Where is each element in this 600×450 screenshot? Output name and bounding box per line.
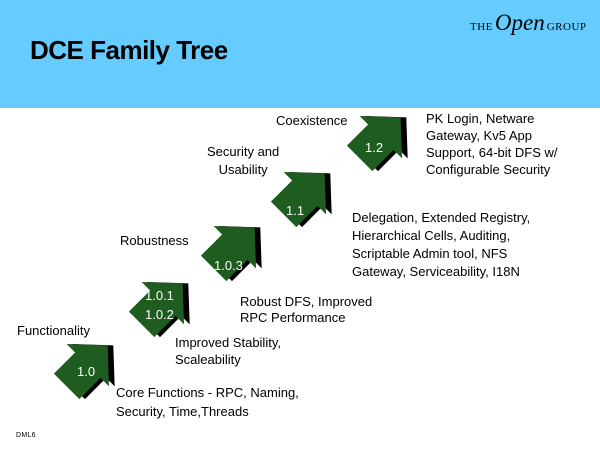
theme-functionality: Functionality <box>17 323 90 338</box>
open-group-logo: THE Open GROUP <box>470 10 587 36</box>
theme-coexistence: Coexistence <box>276 113 348 128</box>
features-dfs-rpc: Robust DFS, Improved RPC Performance <box>240 294 373 325</box>
features-1-2: PK Login, Netware Gateway, Kv5 App Suppo… <box>426 111 558 177</box>
version-1-0-3: 1.0.3 <box>214 258 243 273</box>
version-1-0-1-2: 1.0.1 1.0.2 <box>145 288 174 322</box>
theme-robustness: Robustness <box>120 233 189 248</box>
slide-footer: DML6 <box>16 432 36 439</box>
features-1-1: Delegation, Extended Registry, Hierarchi… <box>352 210 531 279</box>
features-1-0: Core Functions - RPC, Naming, Security, … <box>116 385 299 419</box>
title-banner <box>0 0 600 108</box>
version-1-2: 1.2 <box>365 140 384 155</box>
logo-the: THE <box>470 21 493 33</box>
logo-open: Open <box>494 10 545 35</box>
slide-title: DCE Family Tree <box>30 35 228 65</box>
version-1-0: 1.0 <box>77 364 96 379</box>
features-1-0-x: Improved Stability, Scaleability <box>175 335 281 367</box>
version-1-1: 1.1 <box>286 203 305 218</box>
logo-group: GROUP <box>546 21 587 33</box>
theme-security-usability: Security and Usability <box>207 144 280 177</box>
arrow-1-0-3 <box>192 206 282 290</box>
